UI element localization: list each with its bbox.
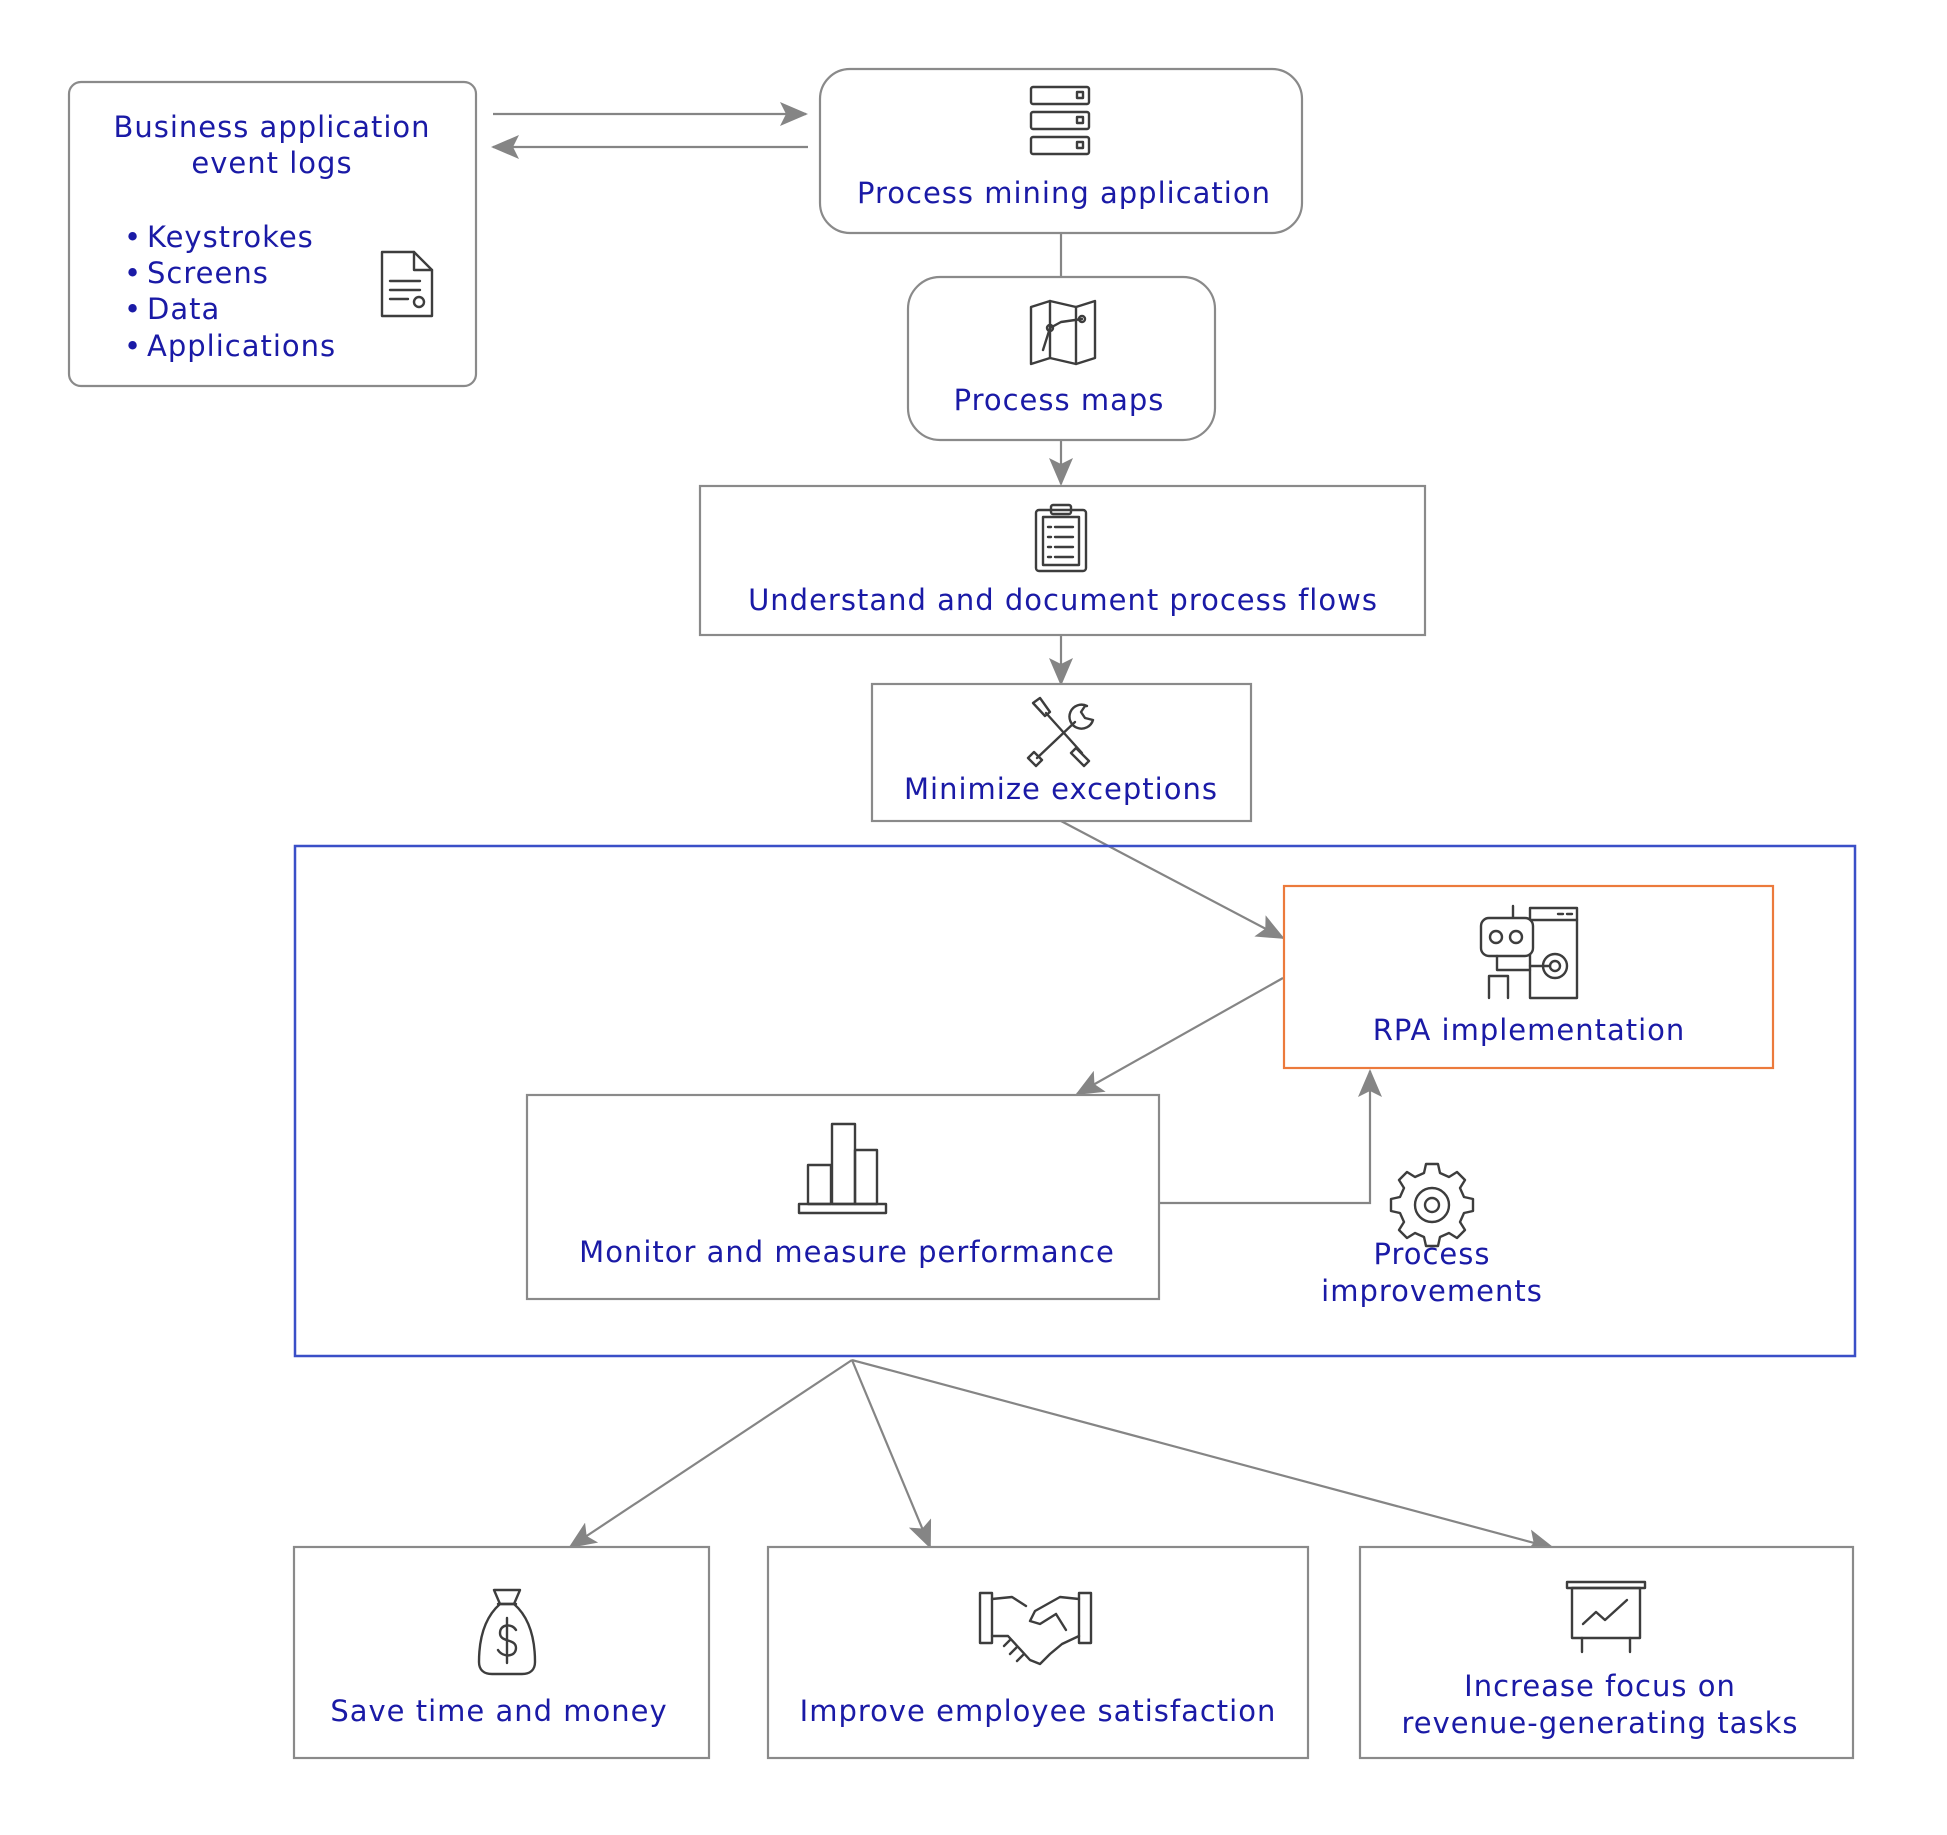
bullet-2: • [124,256,142,290]
rpa-label: RPA implementation [1373,1013,1686,1047]
employee-node: Improve employee satisfaction [766,1545,1310,1760]
monitor-label: Monitor and measure performance [579,1235,1115,1269]
revenue-node: Increase focus on revenue-generating tas… [1358,1545,1855,1760]
mining-app-box [818,67,1304,235]
event-logs-node: Business application event logs • Keystr… [67,80,478,388]
event-logs-box [67,80,478,388]
improvements-label-line2: improvements [1321,1274,1543,1308]
rpa-box [1282,884,1775,1070]
process-maps-label: Process maps [954,383,1165,417]
bullet-3: • [124,292,142,326]
bar-chart-icon [797,1122,888,1215]
minimize-exceptions-box [870,682,1253,823]
connectors [491,102,1555,1553]
arrow-exceptions-to-rpa [1060,820,1285,939]
document-icon [380,250,434,318]
handshake-icon [978,1591,1093,1666]
arrow-group-to-save [568,1359,853,1549]
arrow-monitor-to-rpa [1159,1069,1382,1205]
revenue-label-line1: Increase focus on [1464,1669,1736,1703]
bullet-4: • [124,329,142,363]
clipboard-icon [1034,503,1088,573]
monitor-node: Monitor and measure performance [525,1093,1161,1301]
bullet-1: • [124,220,142,254]
gear-icon [1389,1162,1475,1248]
map-icon [1029,299,1097,366]
revenue-label-line2: revenue-generating tasks [1402,1706,1799,1740]
robot-icon [1479,904,1579,1000]
event-logs-item: Keystrokes [147,220,314,254]
employee-label: Improve employee satisfaction [800,1694,1277,1728]
improvements-label-line1: Process [1373,1237,1490,1271]
minimize-exceptions-label: Minimize exceptions [904,772,1218,806]
event-logs-title-line2: event logs [191,146,352,180]
process-maps-node: Process maps [906,275,1217,442]
arrow-rpa-to-monitor [1075,977,1284,1095]
presentation-chart-icon [1565,1580,1647,1654]
arrow-group-to-employee [850,1359,932,1549]
event-logs-item: Applications [147,329,336,363]
mining-app-node: Process mining application [818,67,1304,235]
minimize-exceptions-node: Minimize exceptions [870,682,1253,823]
tools-icon [1026,696,1095,768]
server-icon [1029,85,1091,156]
improvements-node: Process improvements [1321,1162,1543,1308]
document-flows-label: Understand and document process flows [748,583,1378,617]
rpa-cycle-group [293,844,1857,1358]
arrow-group-to-revenue [851,1358,1555,1553]
save-time-label: Save time and money [330,1694,667,1728]
employee-box [766,1545,1310,1760]
money-bag-icon [477,1588,537,1676]
monitor-box [525,1093,1161,1301]
document-flows-node: Understand and document process flows [698,484,1427,637]
save-time-node: Save time and money [292,1545,711,1760]
mining-app-label: Process mining application [857,176,1271,210]
event-logs-title-line1: Business application [113,110,430,144]
rpa-node: RPA implementation [1282,884,1775,1070]
process-maps-box [906,275,1217,442]
event-logs-item: Data [147,292,220,326]
event-logs-item: Screens [147,256,269,290]
